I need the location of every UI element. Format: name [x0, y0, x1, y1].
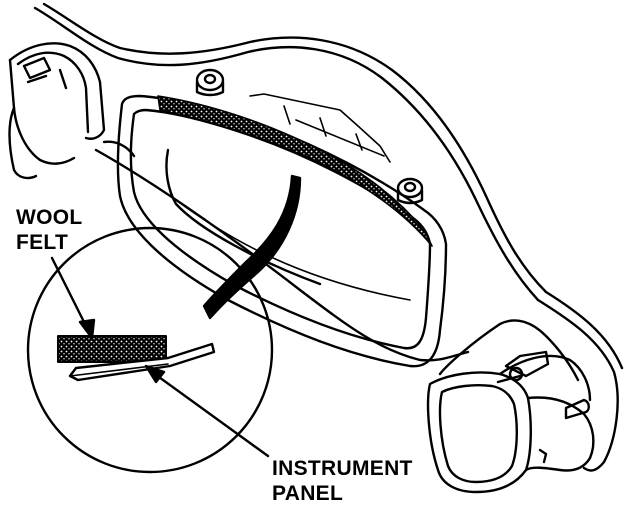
felt-strip [157, 95, 433, 247]
wool-felt-label-line2: FELT [16, 231, 69, 254]
right-air-vent [426, 319, 595, 494]
wool-felt-label-line1: WOOL [16, 206, 83, 229]
detail-felt-strip [57, 335, 167, 363]
dashboard-housing [33, 2, 624, 472]
instrument-panel-label: INSTRUMENT PANEL [272, 456, 413, 506]
retainer-lines [249, 93, 391, 163]
mounting-boss-upper [195, 68, 225, 97]
instrument-panel-label-line1: INSTRUMENT [272, 457, 413, 480]
mounting-boss-lower [396, 177, 424, 205]
instrument-panel-label-line2: PANEL [272, 482, 344, 505]
detail-magnifier-circle [26, 226, 274, 474]
wool-felt-leader [50, 256, 96, 340]
detail-leader [202, 174, 302, 320]
instrument-panel-leader [144, 364, 270, 458]
left-air-vent [8, 42, 106, 180]
wool-felt-label: WOOL FELT [16, 205, 83, 255]
